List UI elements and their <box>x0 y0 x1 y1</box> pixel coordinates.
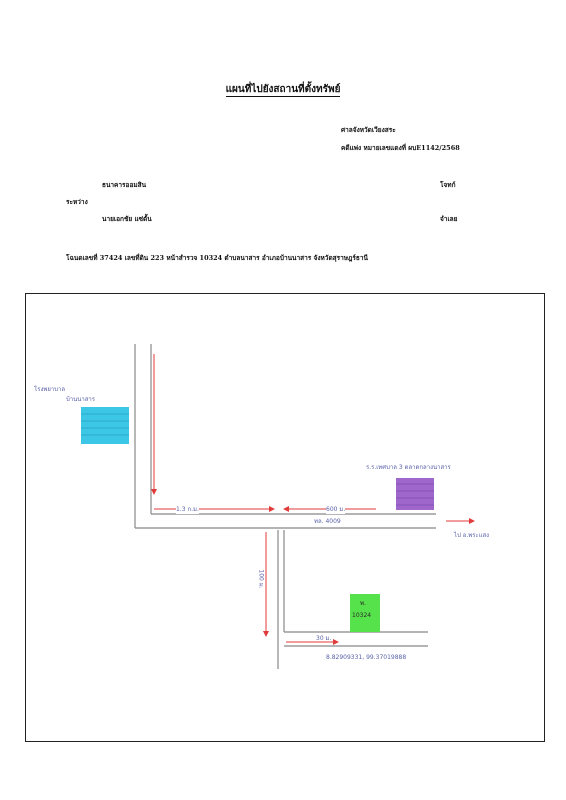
road-label: ทล. 4009 <box>314 518 341 525</box>
distance-label-left: 1.3 ก.ม. <box>176 504 199 514</box>
defendant-name: นายเอกชัย แซ่ตั้น <box>102 215 152 223</box>
direction-arrows <box>151 354 475 645</box>
hospital-hatch <box>81 413 129 436</box>
hospital-label: โรงพยาบาล <box>34 386 66 393</box>
defendant-role: จำเลย <box>440 215 458 223</box>
school-hatch <box>396 483 434 506</box>
property-plot <box>350 594 380 632</box>
hospital-building <box>81 407 129 444</box>
roads <box>134 344 436 669</box>
distance-label-vertical: 100 ม. <box>257 569 265 589</box>
location-map: โรงพยาบาล บ้านนาสาร ร.ร.เทศบาล 3 ตลาดกลา… <box>25 293 545 742</box>
page-title: แผนที่ไปยังสถานที่ตั้งทรัพย์ <box>0 82 566 97</box>
case-number: คดีแพ่ง หมายเลขแดงที่ ผบE1142/2568 <box>341 144 460 152</box>
school-label: ร.ร.เทศบาล 3 ตลาดกลางนาสาร <box>366 464 451 471</box>
between-label: ระหว่าง <box>66 198 88 206</box>
court-name: ศาลจังหวัดเวียงสระ <box>341 126 396 134</box>
coordinates-label: 8.82909331, 99.37019888 <box>326 654 407 661</box>
map-drawing <box>81 344 475 669</box>
hospital-sublabel: บ้านนาสาร <box>66 396 96 403</box>
school-building <box>396 478 434 510</box>
title-text: แผนที่ไปยังสถานที่ตั้งทรัพย์ <box>225 84 341 97</box>
distance-label-bottom: 30 ม. <box>316 635 332 642</box>
distance-label-right: 600 ม. <box>326 504 346 514</box>
property-id-label: 10324 <box>352 612 372 619</box>
plaintiff-name: ธนาคารออมสิน <box>102 181 147 189</box>
property-description: โฉนดเลขที่ 37424 เลขที่ดิน 223 หน้าสำรวจ… <box>66 254 368 262</box>
property-label-top: พ. <box>360 600 366 607</box>
plaintiff-role: โจทก์ <box>440 181 456 189</box>
direction-label: ไป อ.พระแสง <box>454 532 490 539</box>
